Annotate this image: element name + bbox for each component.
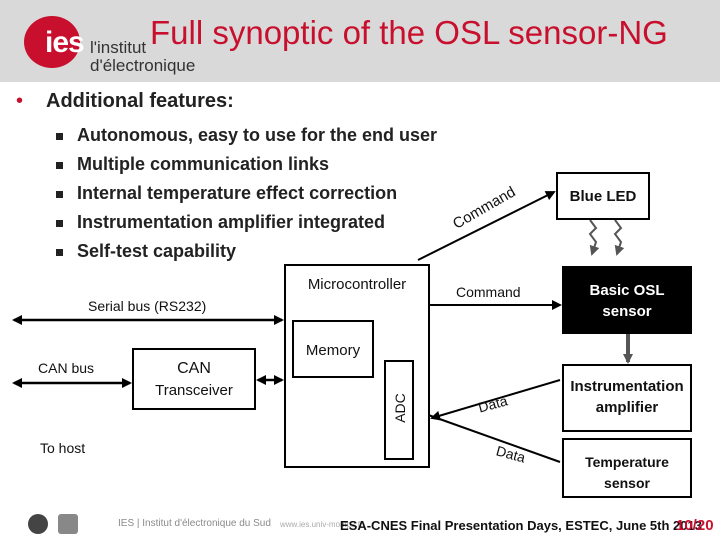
- osl-sensor-box: Basic OSL sensor: [562, 266, 692, 334]
- serial-bus-label: Serial bus (RS232): [88, 298, 207, 314]
- ies-logo-icon: [24, 16, 80, 68]
- amplifier-label-2: amplifier: [595, 399, 659, 416]
- amplifier-box: Instrumentation amplifier: [562, 364, 692, 432]
- temperature-data-arrow: [418, 409, 561, 463]
- memory-box: Memory: [292, 320, 374, 378]
- temperature-label-2: sensor: [604, 475, 650, 491]
- university-logo-icon: [58, 514, 78, 534]
- square-bullet-icon: [56, 219, 63, 227]
- amplifier-data-arrow: [430, 379, 561, 421]
- feature-text: Internal temperature effect correction: [77, 183, 398, 203]
- section-title: Additional features:: [46, 90, 234, 112]
- slide-title: Full synoptic of the OSL sensor-NG: [150, 14, 668, 51]
- feature-text: Self-test capability: [77, 241, 237, 261]
- blue-led-box: Blue LED: [556, 172, 650, 220]
- light-arrow-icon: [613, 219, 625, 256]
- temperature-label-1: Temperature: [585, 454, 669, 470]
- adc-label: ADC: [392, 393, 408, 423]
- footer-text: ESA-CNES Final Presentation Days, ESTEC,…: [340, 518, 702, 533]
- logo-mark: ies: [45, 26, 85, 59]
- osl-sensor-label-1: Basic OSL: [589, 282, 665, 299]
- light-arrow-icon: [588, 219, 600, 256]
- adc-box: ADC: [384, 360, 414, 460]
- can-transceiver-label-1: CAN: [177, 360, 211, 377]
- amplifier-label-1: Instrumentation: [570, 378, 684, 395]
- logo-text-line2: d'électronique: [90, 56, 196, 75]
- temperature-sensor-box: Temperature sensor: [562, 438, 692, 498]
- feature-item: Instrumentation amplifier integrated: [56, 210, 437, 239]
- to-host-label: To host: [40, 440, 86, 456]
- feature-text: Autonomous, easy to use for the end user: [77, 125, 438, 145]
- blue-led-label: Blue LED: [569, 188, 637, 205]
- osl-sensor-label-2: sensor: [602, 303, 652, 320]
- header-bar: [0, 0, 720, 82]
- can-bus-label: CAN bus: [38, 360, 95, 376]
- square-bullet-icon: [56, 161, 63, 169]
- microcontroller-label: Microcontroller: [307, 276, 407, 293]
- feature-item: Self-test capability: [56, 239, 437, 268]
- footer-url: www.ies.univ-montp2.fr: [280, 520, 363, 529]
- footer-faded-text: IES | Institut d'électronique du Sud: [118, 518, 271, 529]
- feature-item: Autonomous, easy to use for the end user: [56, 123, 437, 152]
- square-bullet-icon: [56, 248, 63, 256]
- can-transceiver-box: CAN Transceiver: [132, 348, 256, 410]
- feature-text: Instrumentation amplifier integrated: [77, 212, 386, 232]
- feature-list: Autonomous, easy to use for the end user…: [56, 123, 437, 268]
- memory-label: Memory: [305, 342, 361, 359]
- square-bullet-icon: [56, 190, 63, 198]
- square-bullet-icon: [56, 132, 63, 140]
- section-bullet: •: [16, 90, 24, 112]
- feature-text: Multiple communication links: [77, 154, 330, 174]
- command-led-arrow: [417, 191, 556, 261]
- cnrs-logo-icon: [28, 514, 48, 534]
- page-number: 10/20: [676, 517, 714, 534]
- feature-item: Multiple communication links: [56, 152, 437, 181]
- feature-item: Internal temperature effect correction: [56, 181, 437, 210]
- can-transceiver-label-2: Transceiver: [155, 382, 233, 399]
- command-label: Command: [456, 284, 521, 300]
- logo-text-line1: l'institut: [90, 38, 147, 57]
